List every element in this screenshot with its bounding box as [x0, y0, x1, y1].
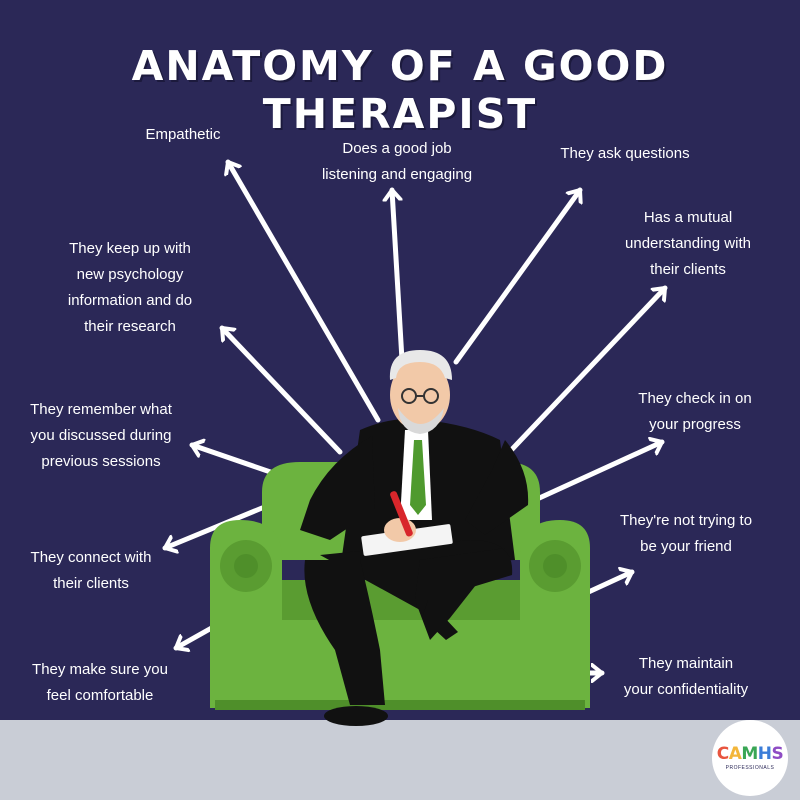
label-comfortable: They make sure you feel comfortable [32, 661, 168, 704]
label-confidentiality: They maintain your confidentiality [623, 655, 749, 698]
arrow-questions [453, 187, 580, 365]
arrow-empathetic [228, 159, 381, 423]
label-listening: Does a good job listening and engaging [321, 140, 473, 183]
label-remember: They remember what you discussed during … [30, 401, 172, 470]
label-not-friend: They're not trying to be your friend [619, 512, 753, 555]
arrow-listening [392, 187, 405, 363]
logo-wordmark: CAMHS [716, 744, 784, 764]
label-questions: They ask questions [560, 145, 690, 162]
label-research: They keep up with new psychology informa… [67, 240, 193, 335]
label-check-in: They check in on your progress [638, 390, 752, 433]
arrow-check-in [532, 442, 665, 503]
label-mutual: Has a mutual understanding with their cl… [625, 209, 751, 278]
floor [0, 720, 800, 800]
therapist [300, 350, 529, 726]
label-connect: They connect with their clients [30, 549, 152, 592]
label-empathetic: Empathetic [145, 126, 221, 143]
logo-subtitle: PROFESSIONALS [725, 765, 775, 771]
arrow-mutual [497, 285, 668, 465]
arrow-research [219, 325, 343, 455]
arrow-connect [162, 505, 265, 548]
page-title: ANATOMY OF A GOOD THERAPIST [131, 42, 669, 138]
camhs-logo: CAMHS PROFESSIONALS [712, 720, 788, 796]
